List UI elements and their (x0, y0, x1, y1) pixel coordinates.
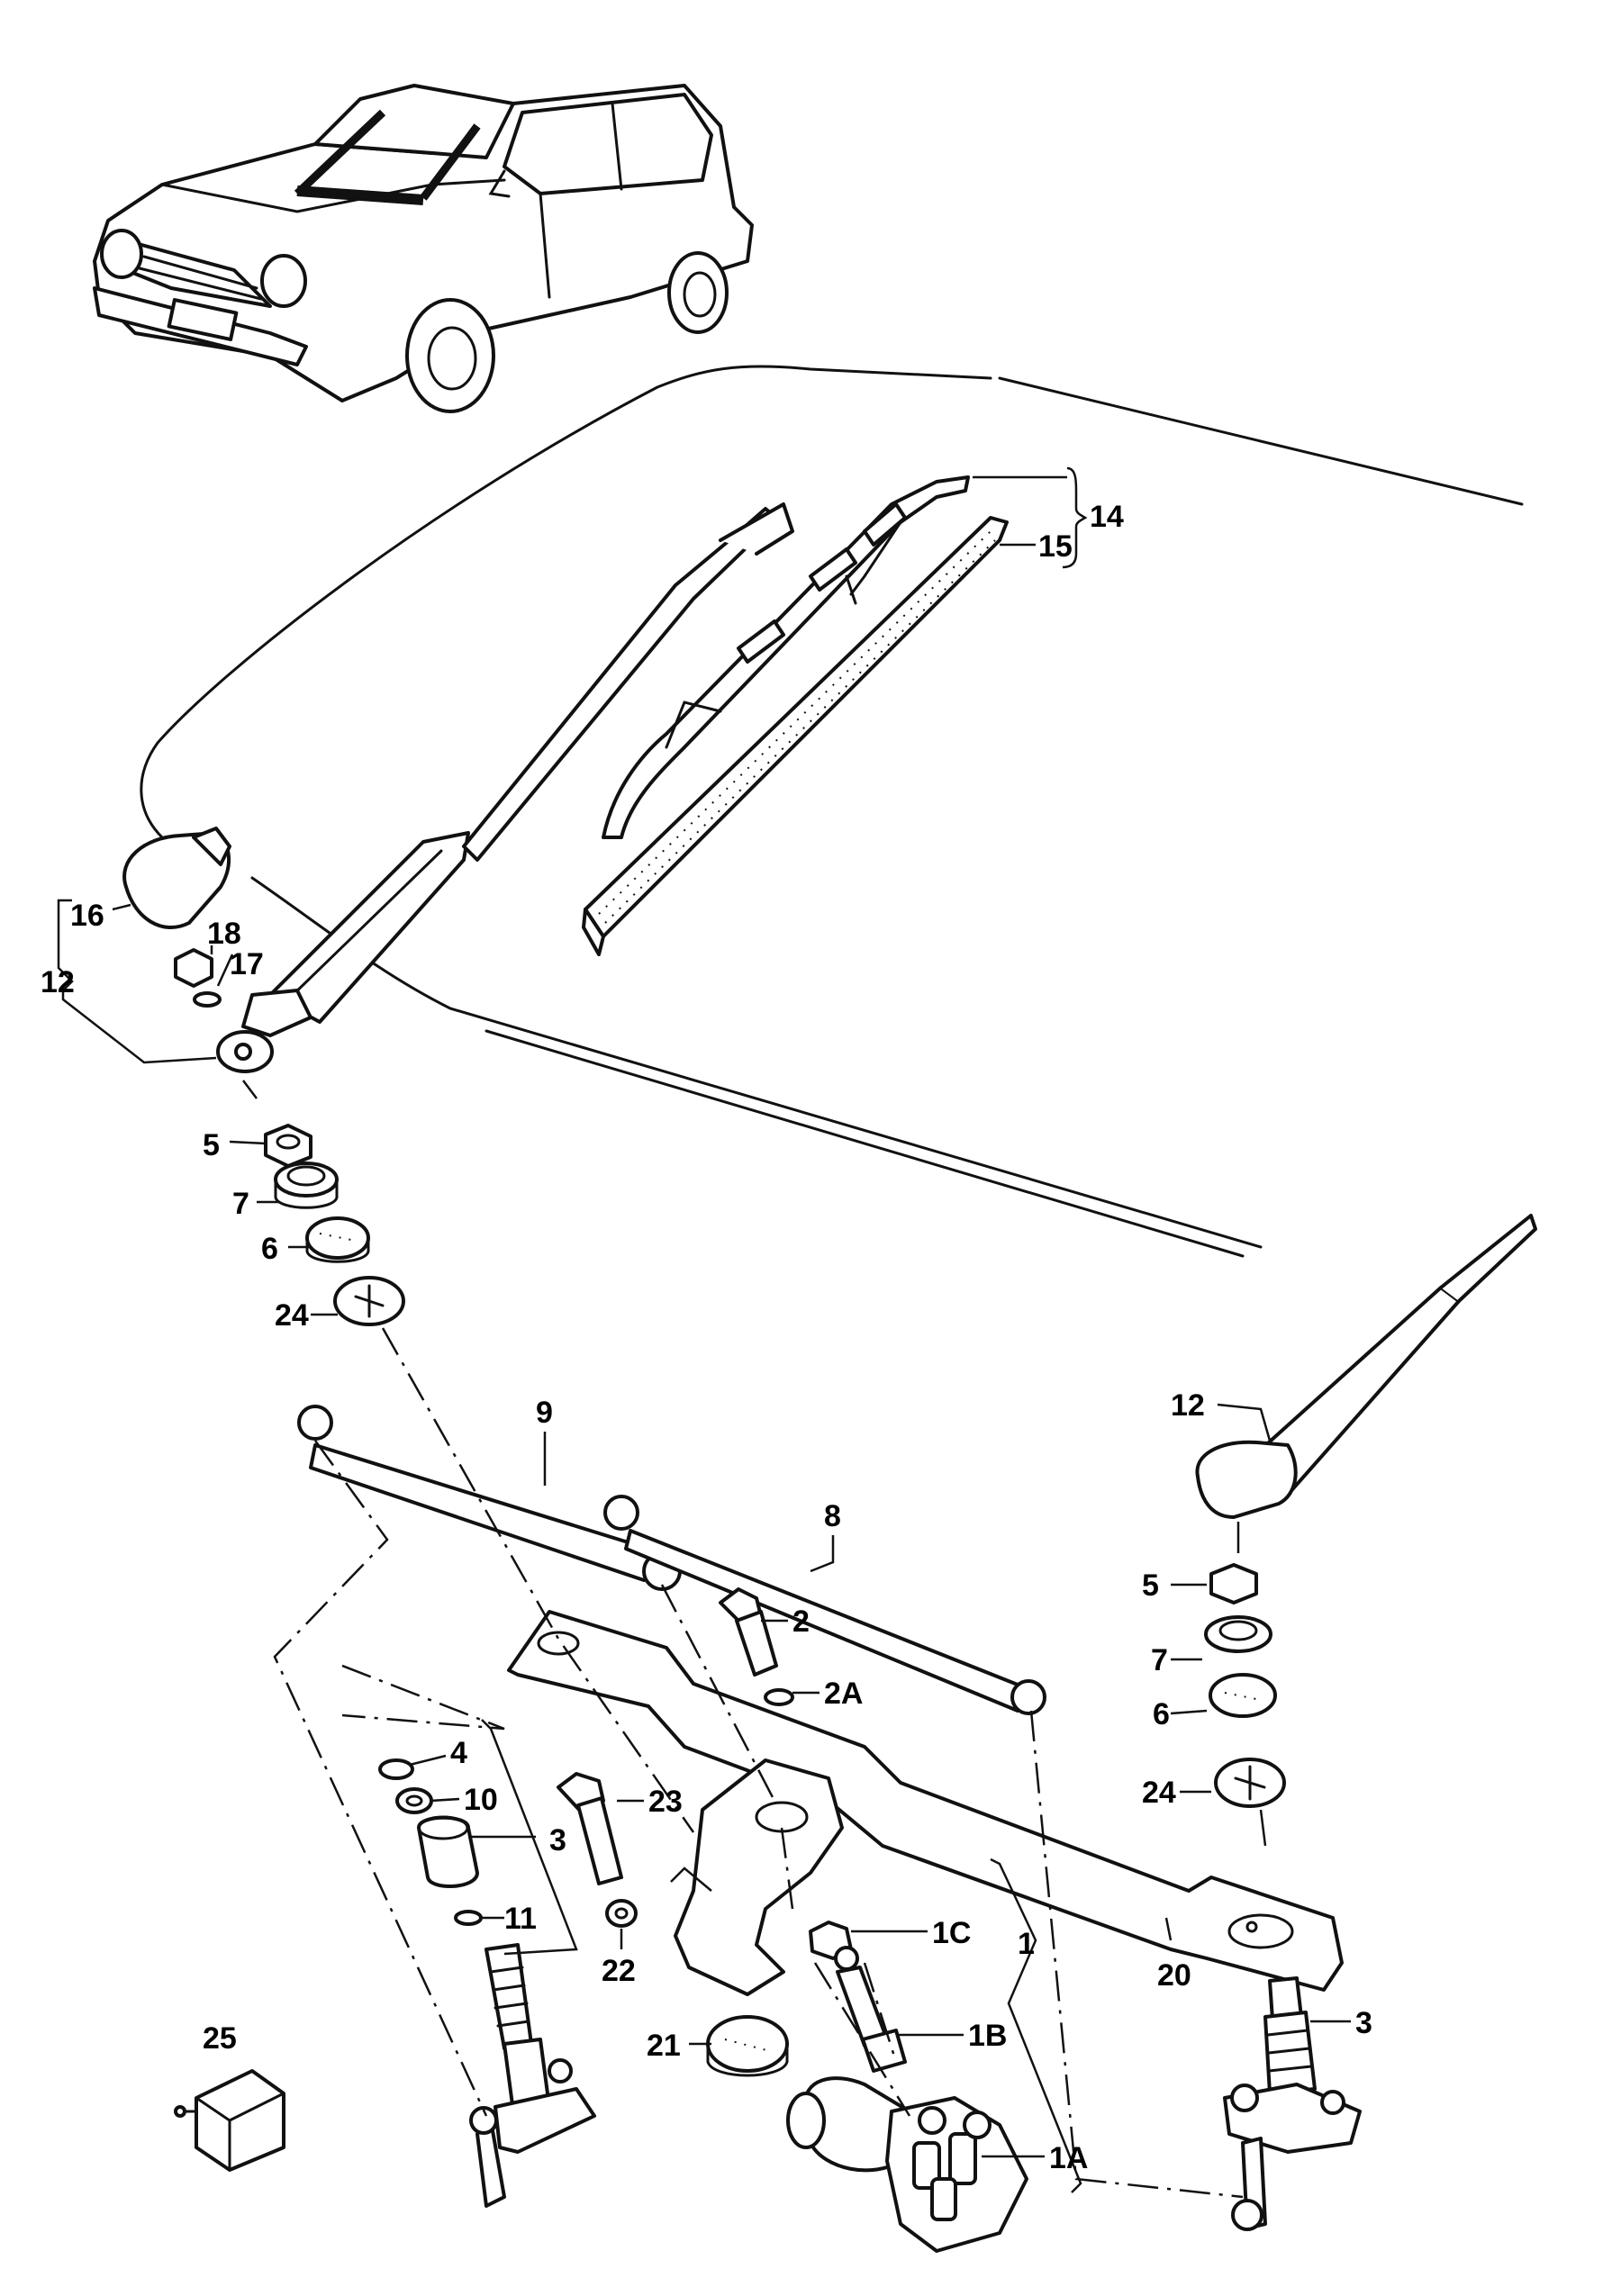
assembly-lines (273, 1327, 1244, 2199)
label-2: 2 (792, 1604, 810, 1639)
label-24-right: 24 (1142, 1776, 1176, 1810)
label-8: 8 (824, 1499, 841, 1533)
windshield-outline (140, 365, 1533, 1294)
label-17: 17 (230, 947, 264, 981)
grommet-21 (706, 2015, 789, 2077)
pivot-shaft-right (1223, 1976, 1362, 2231)
label-1A: 1A (1049, 2141, 1088, 2175)
label-6-right: 6 (1153, 1697, 1170, 1731)
wiper-rubber-strip (582, 516, 1009, 956)
leader-lines (57, 466, 1351, 2193)
washer-4 (378, 1758, 414, 1780)
grommet-6-left (305, 1216, 370, 1263)
label-22: 22 (602, 1954, 636, 1988)
label-4: 4 (450, 1736, 467, 1770)
label-15: 15 (1038, 529, 1073, 564)
label-3-right: 3 (1355, 2006, 1372, 2040)
label-14: 14 (1090, 500, 1124, 534)
washer-10 (395, 1787, 433, 1814)
nut-18 (174, 948, 213, 988)
wiper-arm-left (216, 502, 794, 1073)
label-21: 21 (647, 2029, 681, 2063)
washer-7-right (1204, 1615, 1272, 1653)
car-illustration (93, 84, 754, 413)
label-12-left: 12 (41, 965, 75, 999)
bushing-left (417, 1815, 479, 1888)
cover-24-left (333, 1276, 405, 1326)
callout-labels: 14 15 16 18 17 12 5 7 6 24 9 8 2 2A 4 10… (41, 500, 1372, 2175)
motor-bracket (674, 1758, 844, 1996)
washer-17 (193, 991, 222, 1008)
washer-2A (764, 1688, 794, 1706)
nut-5-left (264, 1124, 312, 1168)
label-3-left: 3 (549, 1823, 566, 1858)
cover-24-right (1214, 1758, 1286, 1808)
wiper-arm-right (1195, 1214, 1537, 1519)
bolt-2 (719, 1587, 778, 1677)
linkage-rod-8 (603, 1495, 1046, 1715)
label-18: 18 (207, 917, 241, 951)
label-5-right: 5 (1142, 1568, 1159, 1603)
clip-11 (454, 1910, 483, 1926)
motor-1A (786, 2076, 1028, 2253)
label-1: 1 (1018, 1927, 1035, 1961)
washer-22 (605, 1899, 638, 1928)
bolt-23 (557, 1772, 623, 1885)
wiper-blade (602, 475, 970, 839)
label-5-left: 5 (203, 1128, 220, 1162)
grommet-6-right (1209, 1673, 1277, 1718)
pivot-shaft-left (469, 1943, 596, 2208)
label-23: 23 (648, 1785, 683, 1819)
label-24-left: 24 (275, 1298, 309, 1333)
cap-16 (122, 827, 231, 929)
label-7-left: 7 (232, 1187, 249, 1221)
label-20: 20 (1157, 1958, 1191, 1993)
label-2A: 2A (824, 1677, 863, 1711)
label-1B: 1B (968, 2019, 1007, 2053)
wiper-frame-20 (507, 1610, 1344, 1992)
crank-1B (834, 1946, 907, 2073)
label-6-left: 6 (261, 1232, 278, 1266)
label-25: 25 (203, 2021, 237, 2056)
label-11: 11 (504, 1902, 537, 1936)
label-9: 9 (536, 1396, 553, 1430)
washer-7-left (274, 1162, 339, 1209)
label-12-right: 12 (1171, 1388, 1205, 1423)
label-10: 10 (464, 1783, 498, 1817)
label-7-right: 7 (1151, 1643, 1168, 1677)
nut-5-right (1209, 1563, 1258, 1604)
label-1C: 1C (932, 1916, 971, 1950)
label-16: 16 (70, 899, 104, 933)
relay-25 (174, 2069, 285, 2172)
